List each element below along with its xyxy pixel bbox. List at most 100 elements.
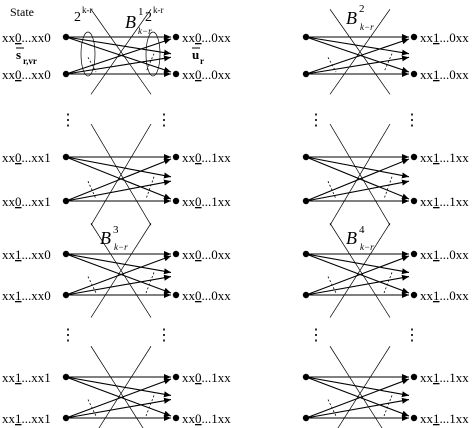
edge-b3-top-mid <box>65 253 172 275</box>
node-b3-left-bottom <box>62 291 70 299</box>
node-b2b-left-bottom <box>302 197 310 205</box>
block-label-b3: B 3 k−r <box>100 224 128 252</box>
edge-b4b-ext-b <box>337 346 391 428</box>
edge-b4b-bottom-cross <box>305 378 410 419</box>
svg-text:B: B <box>346 8 357 28</box>
svg-text:B: B <box>100 228 111 248</box>
left-group-ellipse <box>80 31 96 77</box>
state-header: State <box>10 5 34 19</box>
mid-label-b1-0: xx0...0xx <box>182 30 231 45</box>
svg-text:B: B <box>346 228 357 248</box>
left-label-b3-0: xx1...xx0 <box>2 247 51 262</box>
node-b4-right-top <box>410 250 418 258</box>
edge-b4b-dot-a <box>327 399 337 417</box>
svg-text:2: 2 <box>74 10 81 25</box>
edge-b2b-top-mid <box>305 156 410 179</box>
node-b3-right-bottom <box>172 291 180 299</box>
edge-b4b-dot-b <box>383 395 393 417</box>
right-group-ellipse <box>145 31 161 77</box>
edge-b2-dot-b <box>383 53 393 73</box>
svg-text:4: 4 <box>359 224 365 236</box>
edge-b3-dot-a <box>87 276 97 294</box>
mid-label-b1b-0: xx0...1xx <box>182 150 231 165</box>
edge-b4b-bottom-mid <box>305 397 410 419</box>
trellis-nodes <box>62 33 418 422</box>
node-b1-left-bottom <box>62 70 70 78</box>
edge-b3b-ext-b <box>98 346 152 428</box>
edge-b4-bottom-cross <box>305 255 410 296</box>
edge-b4-top-cross <box>305 253 410 294</box>
edge-b1-ext-b <box>90 9 152 95</box>
edge-b1-dot-b <box>145 53 155 73</box>
left-label-b1b-1: xx0...xx1 <box>2 194 51 209</box>
block-label-b4: B 4 k−r <box>346 224 374 252</box>
vertical-dots: ⋮ ⋮ ⋮ ⋮ ⋮ ⋮ ⋮ ⋮ <box>60 112 420 344</box>
node-b1-right-bottom <box>172 70 180 78</box>
edge-b2b-bottom-mid <box>305 179 410 202</box>
node-b4b-left-top <box>302 373 310 381</box>
svg-text:k−r: k−r <box>138 26 152 36</box>
node-b4b-right-bottom <box>410 414 418 422</box>
right-label-b4b-0: xx1...1xx <box>420 370 469 385</box>
svg-text:1: 1 <box>138 6 144 18</box>
edge-b3-top-cross <box>65 253 172 294</box>
left-label-b3b-0: xx1...xx1 <box>2 370 51 385</box>
edge-b3b-bottom-mid <box>65 397 172 419</box>
svg-text:2: 2 <box>359 3 365 15</box>
edge-b3b-dot-b <box>145 395 155 417</box>
edge-b2b-dot-a <box>327 181 337 200</box>
edge-b4-bottom-mid <box>305 274 410 296</box>
right-label-b2-0: xx1...0xx <box>420 30 469 45</box>
mid-label-b3-1: xx0...0xx <box>182 288 231 303</box>
left-state-labels: xx0...xx0 xx0...xx0 xx0...xx1 xx0...xx1 … <box>2 30 51 426</box>
node-b2b-left-top <box>302 153 310 161</box>
edge-b2b-ext-b <box>329 123 391 226</box>
mid-label-b3-0: xx0...0xx <box>182 247 231 262</box>
edge-b1b-dot-b <box>145 176 155 200</box>
svg-text:⋮: ⋮ <box>156 112 172 129</box>
node-b1b-right-top <box>172 153 180 161</box>
edge-b3-bottom-cross <box>65 255 172 296</box>
svg-text:k-r: k-r <box>153 5 164 15</box>
node-b1b-left-top <box>62 153 70 161</box>
svg-text:⋮: ⋮ <box>404 327 420 344</box>
edge-b2-dot-a <box>327 57 337 73</box>
node-b4-left-bottom <box>302 291 310 299</box>
node-b4-right-bottom <box>410 291 418 299</box>
node-b1b-right-bottom <box>172 197 180 205</box>
ellipse-size-label-left: 2 k-r <box>74 5 93 25</box>
node-b1-right-top <box>172 33 180 41</box>
edge-b3-dot-b <box>145 272 155 294</box>
edge-b1b-bottom-mid <box>65 179 172 202</box>
mid-label-b1b-1: xx0...1xx <box>182 194 231 209</box>
left-label-b3-1: xx1...xx0 <box>2 288 51 303</box>
svg-text:k−r: k−r <box>360 242 374 252</box>
right-state-labels: xx1...0xx xx1...0xx xx1...1xx xx1...1xx … <box>420 30 469 426</box>
edge-b4-ext-b <box>329 223 391 318</box>
edge-b2b-bottom-cross <box>305 158 410 202</box>
node-b2-left-top <box>302 33 310 41</box>
edge-b4-dot-a <box>327 276 337 294</box>
u-subscript: r <box>200 56 204 66</box>
edge-b2-top-cross <box>305 36 410 73</box>
node-b4-left-top <box>302 250 310 258</box>
svg-text:⋮: ⋮ <box>308 112 324 129</box>
svg-text:2: 2 <box>145 10 152 25</box>
edge-b3b-top-cross <box>65 376 172 417</box>
svg-text:k-r: k-r <box>82 5 93 15</box>
trellis-edges <box>65 9 410 428</box>
edge-b1-top-cross <box>65 36 172 73</box>
node-b4b-right-top <box>410 373 418 381</box>
edge-b3b-dot-a <box>87 399 97 417</box>
right-label-b2b-1: xx1...1xx <box>420 194 469 209</box>
edge-b1b-top-mid <box>65 156 172 179</box>
svg-text:⋮: ⋮ <box>308 327 324 344</box>
edge-b1b-top-cross <box>65 156 172 200</box>
node-b2b-right-bottom <box>410 197 418 205</box>
svg-text:⋮: ⋮ <box>60 327 76 344</box>
right-label-b2-1: xx1...0xx <box>420 67 469 82</box>
edge-b2-top-mid <box>305 36 410 56</box>
node-b3b-right-bottom <box>172 414 180 422</box>
edge-b2b-top-cross <box>305 156 410 200</box>
edge-b1b-ext-b <box>90 123 152 226</box>
